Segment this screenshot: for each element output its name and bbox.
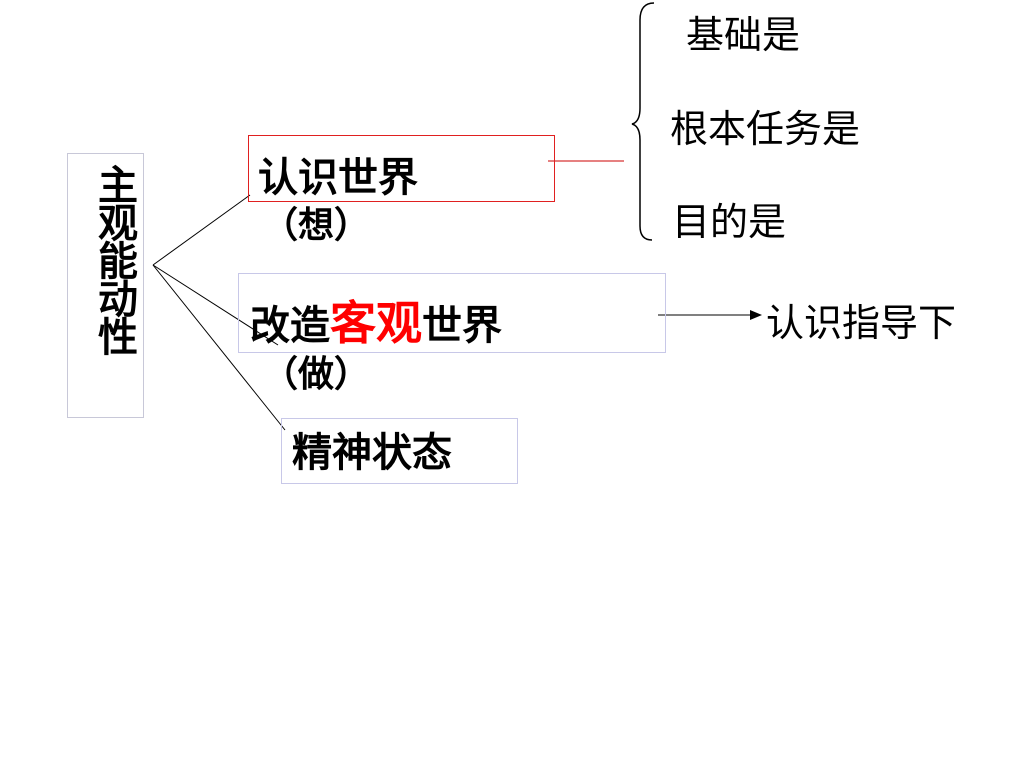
arrow-target-label: 认识指导下 xyxy=(766,301,957,345)
spirit-box xyxy=(281,418,518,484)
line-to-do xyxy=(152,264,279,346)
think-label: 认识世界 xyxy=(258,155,418,201)
bracket-item-purpose: 目的是 xyxy=(672,200,787,244)
bracket-item-task: 根本任务是 xyxy=(670,107,861,151)
think-box xyxy=(248,135,555,202)
do-sub-label: （做） xyxy=(262,354,371,395)
arrow-head xyxy=(750,310,762,320)
line-to-spirit xyxy=(152,264,286,431)
do-label-suffix: 世界 xyxy=(422,303,502,349)
think-sub-label: （想） xyxy=(262,205,371,246)
bracket-item-basis: 基础是 xyxy=(686,13,801,57)
do-box xyxy=(238,273,666,353)
do-label: 改造客观世界 xyxy=(250,300,502,346)
do-label-highlight: 客观 xyxy=(330,296,422,350)
curly-brace xyxy=(631,2,655,241)
do-label-prefix: 改造 xyxy=(250,303,330,349)
spirit-label: 精神状态 xyxy=(292,430,452,476)
root-label: 主观能动性 xyxy=(91,164,137,354)
root-box: 主观能动性 xyxy=(67,153,144,418)
line-to-think xyxy=(152,194,251,266)
